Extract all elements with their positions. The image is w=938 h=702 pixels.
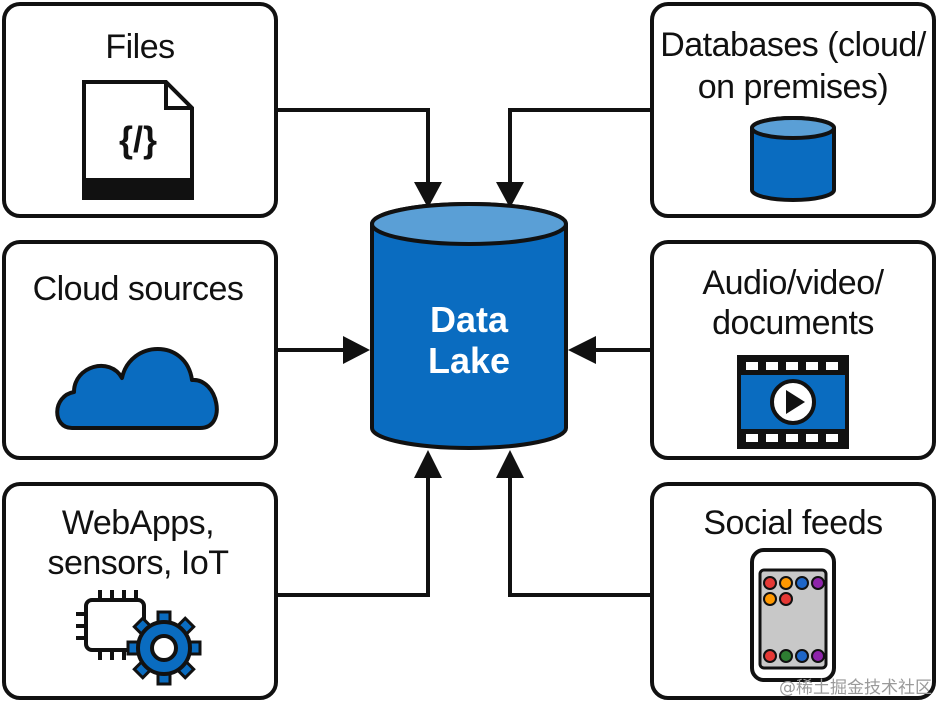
watermark: @稀土掘金技术社区 (779, 678, 932, 698)
databases-label-line1: Databases (cloud/ (660, 26, 927, 64)
app-dot (795, 649, 809, 663)
social-label: Social feeds (703, 504, 882, 542)
connectors (276, 108, 652, 597)
source-databases: Databases (cloud/ on premises) (650, 2, 936, 218)
media-label-line2: documents (712, 304, 874, 342)
file-code-glyph: {/} (119, 119, 157, 160)
database-icon (750, 116, 836, 202)
webapps-label-line1: WebApps, (62, 504, 214, 542)
arrowhead-files (414, 182, 442, 208)
arrowhead-webapps (414, 450, 442, 478)
source-cloud: Cloud sources (2, 240, 278, 460)
data-lake-label-line2: Lake (428, 340, 510, 381)
chip-gear-icon (76, 590, 202, 686)
connector-webapps (276, 475, 430, 597)
app-dot (763, 649, 777, 663)
app-dot (779, 592, 793, 606)
arrowhead-media (568, 336, 596, 364)
arrowhead-social (496, 450, 524, 478)
app-dot (779, 649, 793, 663)
data-lake-label-line1: Data (430, 299, 509, 340)
app-dot (811, 649, 825, 663)
media-label-line1: Audio/video/ (702, 264, 884, 302)
files-label: Files (105, 28, 174, 66)
arrowhead-databases (496, 182, 524, 208)
connector-files (276, 108, 430, 185)
app-dot (763, 592, 777, 606)
databases-label-line2: on premises) (698, 68, 889, 106)
webapps-box (2, 482, 278, 700)
connector-databases (508, 108, 652, 185)
connector-social (508, 475, 652, 597)
cloud-label: Cloud sources (33, 270, 244, 308)
source-files: Files {/} (2, 2, 278, 218)
file-code-icon: {/} (82, 80, 194, 200)
data-lake: Data Lake (370, 202, 568, 450)
smartphone-icon (750, 548, 836, 682)
app-dot (779, 576, 793, 590)
source-webapps: WebApps, sensors, IoT (2, 482, 278, 700)
app-dot (763, 576, 777, 590)
media-box (650, 240, 936, 460)
arrowhead-cloud (343, 336, 370, 364)
source-media: Audio/video/ documents (650, 240, 936, 460)
app-dot (811, 576, 825, 590)
databases-box (650, 2, 936, 218)
data-lake-cylinder-top (370, 202, 568, 246)
video-film-icon (737, 355, 849, 449)
source-social: Social feeds (650, 482, 936, 700)
webapps-label-line2: sensors, IoT (47, 544, 228, 582)
cloud-icon (55, 347, 219, 430)
app-dot (795, 576, 809, 590)
